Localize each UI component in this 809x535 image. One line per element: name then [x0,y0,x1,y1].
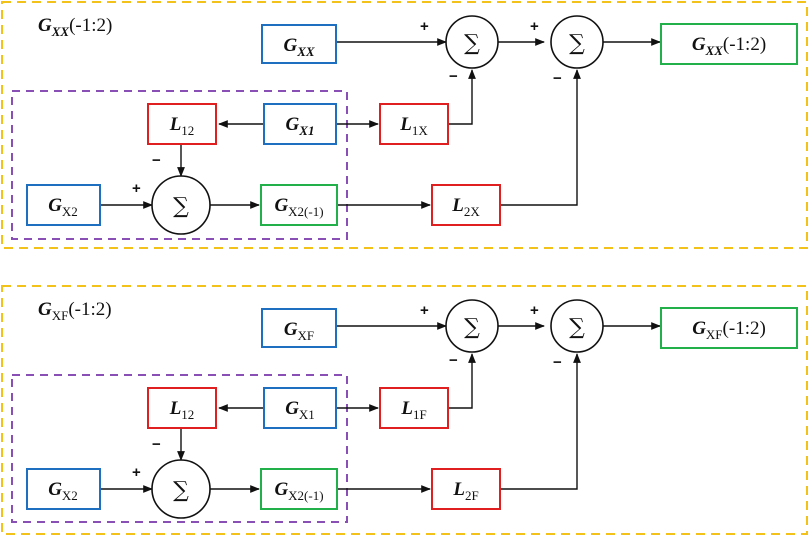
svg-text:GX2(-1): GX2(-1) [274,479,323,503]
svg-text:GX2: GX2 [48,195,78,219]
svg-text:GX1: GX1 [285,398,315,422]
svg-text:GXX(-1:2): GXX(-1:2) [692,34,766,58]
svg-text:GX2(-1): GX2(-1) [274,195,323,219]
sum-junction-1 [445,299,499,353]
block-gxf: GXF [261,308,337,348]
block-gx1: GX1 [263,103,337,145]
sum-junction-3 [151,175,211,235]
minus-sign: − [152,436,161,453]
sum-symbol: ∑ [569,31,585,56]
svg-text:L2X: L2X [451,195,480,219]
svg-text:L12: L12 [169,398,195,422]
sum-junction-1 [445,15,499,69]
minus-sign: − [553,70,562,87]
sum-junction-3 [151,459,211,519]
wire [500,69,581,206]
sum-symbol: ∑ [173,194,189,219]
panel-2: GXF(-1:2) ∑ ∑ ∑ + − + − − + GXF [1,285,808,535]
svg-text:L12: L12 [169,114,195,138]
svg-text:L1X: L1X [399,114,428,138]
sum-symbol: ∑ [569,315,585,340]
block-l1: L1X [379,103,449,145]
sum-symbol: ∑ [464,31,480,56]
sum-symbol: ∑ [173,478,189,503]
block-output: GXF(-1:2) [660,307,798,349]
block-l12: L12 [147,387,217,429]
wire [448,353,476,409]
svg-text:GX2: GX2 [48,479,78,503]
svg-text:GXF: GXF [284,319,314,343]
minus-sign: − [449,68,458,85]
plus-sign: + [530,18,539,35]
block-output: GXX(-1:2) [660,23,798,65]
plus-sign: + [530,302,539,319]
sum-symbol: ∑ [464,315,480,340]
minus-sign: − [553,354,562,371]
block-l2: L2F [431,468,501,510]
svg-text:GXX: GXX [283,35,314,59]
inner-frame [11,374,348,523]
plus-sign: + [420,18,429,35]
block-gx2: GX2 [26,184,101,226]
sum-junction-2 [550,15,604,69]
outer-frame [1,285,808,535]
panel-1: GXX(-1:2) ∑ ∑ ∑ + − + − − + GXX [1,1,808,249]
svg-text:L1F: L1F [400,398,426,422]
minus-sign: − [449,352,458,369]
wire [500,353,581,490]
plus-sign: + [420,302,429,319]
plus-sign: + [132,180,141,197]
svg-text:GXF(-1:2): GXF(-1:2) [692,318,766,342]
svg-text:L2F: L2F [452,479,478,503]
block-l2: L2X [431,184,501,226]
wire [448,69,476,125]
block-gxx: GXX [261,24,337,64]
plus-sign: + [132,464,141,481]
inner-frame [11,90,348,240]
block-l12: L12 [147,103,217,145]
block-gx1: GX1 [263,387,337,429]
minus-sign: − [152,152,161,169]
block-gx2: GX2 [26,468,101,510]
block-l1: L1F [379,387,449,429]
panel-title: GXF(-1:2) [38,299,112,323]
sum-junction-2 [550,299,604,353]
block-gx2-lag: GX2(-1) [260,184,338,226]
panel-title: GXX(-1:2) [38,15,112,39]
block-gx2-lag: GX2(-1) [260,468,338,510]
svg-text:GX1: GX1 [286,114,315,138]
